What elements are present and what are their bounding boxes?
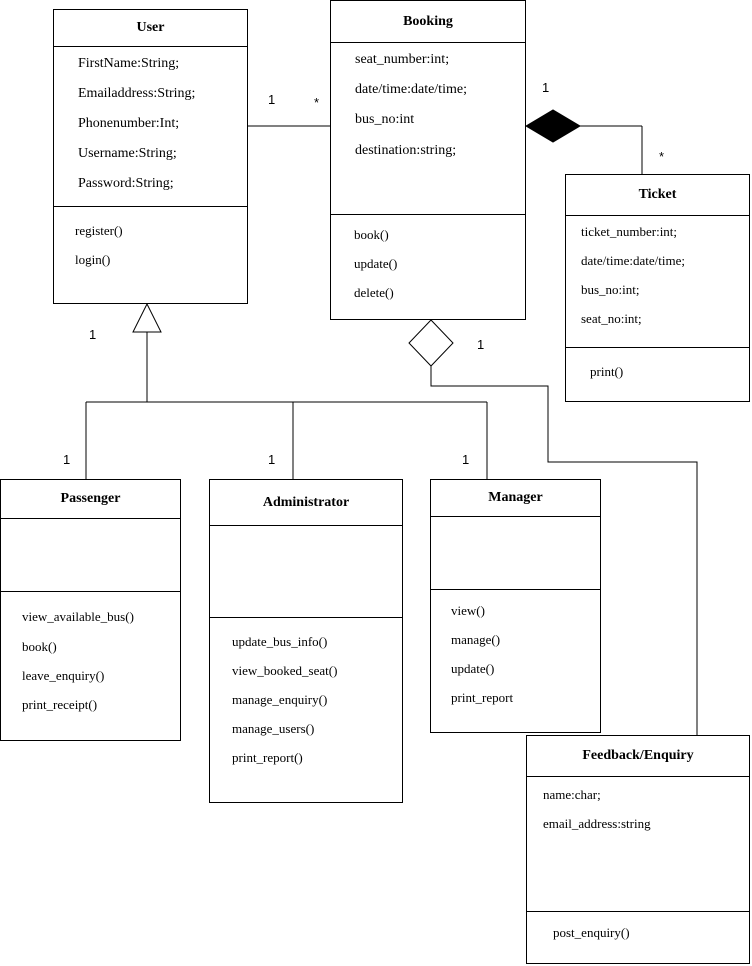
class-manager[interactable]: Manager view() manage() update() print_r… — [430, 479, 601, 733]
operation: post_enquiry() — [553, 925, 630, 940]
multiplicity-label: 1 — [268, 92, 276, 107]
multiplicity-label: 1 — [268, 452, 276, 467]
operation: print_report() — [232, 750, 303, 765]
operation: print_receipt() — [22, 697, 98, 712]
operation: view_available_bus() — [22, 609, 134, 624]
operation: view_booked_seat() — [232, 663, 338, 678]
attribute: Phonenumber:Int; — [78, 116, 180, 131]
attribute: Password:String; — [78, 176, 174, 191]
operation: login() — [75, 252, 111, 267]
attribute: bus_no:int; — [581, 282, 640, 297]
multiplicity-label: * — [659, 149, 665, 164]
attribute: ticket_number:int; — [581, 224, 678, 239]
empty-attributes — [210, 526, 402, 618]
class-name: Passenger — [1, 480, 180, 519]
empty-attributes — [1, 519, 180, 592]
attribute: email_address:string — [543, 816, 651, 831]
operation: delete() — [354, 285, 394, 300]
operation: update() — [354, 256, 398, 271]
class-feedback-enquiry[interactable]: Feedback/Enquiry name:char; email_addres… — [526, 735, 750, 964]
aggregation-booking-feedback — [430, 366, 698, 735]
class-name: Ticket — [566, 175, 749, 216]
attribute: FirstName:String; — [78, 56, 180, 71]
class-user[interactable]: User FirstName:String; Emailaddress:Stri… — [53, 9, 248, 304]
class-name: Booking — [331, 1, 525, 43]
operation: book() — [354, 227, 389, 242]
operation: update_bus_info() — [232, 634, 328, 649]
class-name: Feedback/Enquiry — [527, 736, 749, 777]
generalization-triangle — [132, 302, 162, 333]
composition-diamond — [525, 109, 581, 143]
operation: leave_enquiry() — [22, 668, 105, 683]
class-booking[interactable]: Booking seat_number:int; date/time:date/… — [330, 0, 526, 320]
attribute: destination:string; — [355, 143, 457, 158]
class-name: Manager — [431, 480, 600, 517]
attribute: bus_no:int — [355, 112, 415, 127]
multiplicity-label: 1 — [477, 337, 485, 352]
class-passenger[interactable]: Passenger view_available_bus() book() le… — [0, 479, 181, 741]
attribute: Emailaddress:String; — [78, 86, 196, 101]
multiplicity-label: 1 — [542, 80, 550, 95]
multiplicity-label: 1 — [63, 452, 71, 467]
operation: register() — [75, 223, 123, 238]
empty-attributes — [431, 517, 600, 590]
class-administrator[interactable]: Administrator update_bus_info() view_boo… — [209, 479, 403, 803]
operation: manage_users() — [232, 721, 315, 736]
class-ticket[interactable]: Ticket ticket_number:int; date/time:date… — [565, 174, 750, 402]
multiplicity-label: * — [314, 95, 320, 110]
operation: manage_enquiry() — [232, 692, 328, 707]
operation: update() — [451, 661, 495, 676]
attribute: Username:String; — [78, 146, 177, 161]
attribute: name:char; — [543, 787, 601, 802]
multiplicity-label: 1 — [89, 327, 97, 342]
class-name: Administrator — [210, 480, 402, 526]
attribute: date/time:date/time; — [355, 82, 467, 97]
operation: print_report — [451, 690, 514, 705]
operation: view() — [451, 603, 485, 618]
operation: print() — [590, 364, 624, 379]
aggregation-diamond — [408, 319, 454, 367]
attribute: seat_number:int; — [355, 52, 450, 67]
attribute: date/time:date/time; — [581, 253, 685, 268]
attribute: seat_no:int; — [581, 311, 642, 326]
operation: manage() — [451, 632, 501, 647]
operation: book() — [22, 639, 57, 654]
class-name: User — [54, 10, 247, 47]
multiplicity-label: 1 — [462, 452, 470, 467]
